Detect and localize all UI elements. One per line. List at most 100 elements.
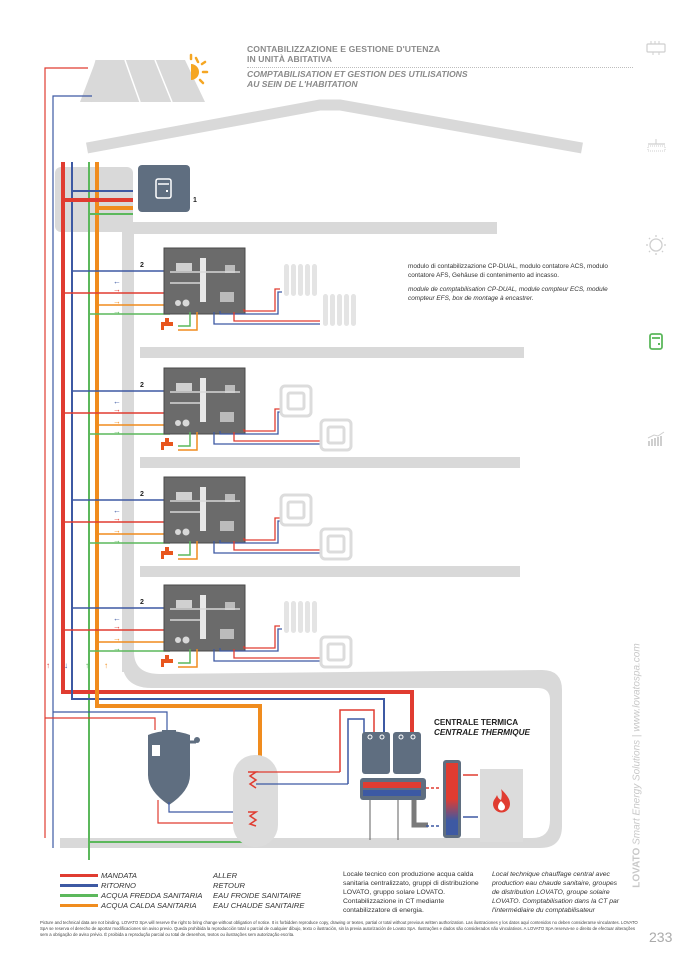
pipe-legend: MANDATA ALLER RITORNO RETOUR ACQUA FREDD… <box>60 870 333 910</box>
legend-item-hot-water: ACQUA CALDA SANITARIA EAU CHAUDE SANITAI… <box>60 900 333 910</box>
plant-note-it: Locale tecnico con produzione acqua cald… <box>343 871 479 914</box>
flow-arrow-icon: ← <box>113 506 121 515</box>
solar-supply-pipe <box>44 67 88 838</box>
side-branding: LOVATO Smart Energy Solutions | www.lova… <box>632 636 643 896</box>
risers <box>61 162 414 860</box>
central-plant-it: CENTRALE TERMICA <box>434 718 519 727</box>
flow-arrow-icon: ← <box>113 614 121 623</box>
flow-arrow-icon: → <box>113 405 121 414</box>
flat-unit: ←→→→2 <box>63 584 353 669</box>
flow-arrow-icon: → <box>113 514 121 523</box>
legend-label-it: ACQUA FREDDA SANITARIA <box>101 890 203 900</box>
callout-2: 2 <box>140 599 144 606</box>
flow-arrow-icon: ← <box>113 277 121 286</box>
building-structure <box>55 167 562 848</box>
tap-icon <box>161 655 173 667</box>
flow-arrow-icon: ↓ <box>64 661 68 670</box>
page-header: CONTABILIZZAZIONE E GESTIONE D'UTENZA IN… <box>247 44 633 89</box>
legend-label-it: RITORNO <box>101 880 136 890</box>
radiant-floor-icon <box>319 418 353 452</box>
legal-disclaimer: Picture and technical data are not bindi… <box>40 920 638 937</box>
cp-dual-metering-module <box>163 476 246 544</box>
description-fr: module de comptabilisation CP-DUAL, modu… <box>408 286 608 302</box>
flat-unit: ←→→→2 <box>63 476 353 561</box>
radiator-icon <box>284 264 317 296</box>
legend-label-fr: EAU FROIDE SANITAIRE <box>213 890 302 900</box>
brand-tagline: Smart Energy Solutions <box>631 739 643 845</box>
flow-arrow-icon: → <box>113 644 121 653</box>
hot-water-cylinder <box>233 755 348 847</box>
cold-water-swatch <box>60 893 98 897</box>
flow-arrow-icon: ↑ <box>104 661 108 670</box>
legend-label-fr: ALLER <box>213 870 238 880</box>
description-it: modulo di contabilizzazione CP-DUAL, mod… <box>408 263 608 279</box>
central-meter-unit <box>138 165 190 212</box>
flat-unit: ←→→→2 <box>63 247 356 331</box>
callout-1: 1 <box>193 197 197 204</box>
flow-arrow-icon: → <box>113 427 121 436</box>
flow-arrow-icon: → <box>113 622 121 631</box>
radiator-icon <box>323 294 356 326</box>
flat-unit: ←→→→2 <box>63 367 353 452</box>
legend-item-return: RITORNO RETOUR <box>60 880 333 890</box>
solar-icon[interactable] <box>646 235 666 255</box>
flow-arrow-icon: → <box>113 417 121 426</box>
metering-module-icon[interactable] <box>649 333 663 350</box>
side-nav <box>646 41 666 446</box>
radiant-floor-icon <box>279 493 313 527</box>
title-fr-line2: AU SEIN DE L'HABITATION <box>247 78 358 89</box>
legend-label-fr: RETOUR <box>213 880 245 890</box>
module-description: modulo di contabilizzazione CP-DUAL, mod… <box>408 263 608 309</box>
flow-arrow-icon: ↑ <box>46 661 50 670</box>
cp-dual-metering-module <box>163 367 246 435</box>
legend-label-fr: EAU CHAUDE SANITAIRE <box>213 900 305 910</box>
solar-group-tank <box>45 711 248 824</box>
solar-panel <box>80 59 205 103</box>
roof <box>86 99 583 154</box>
legend-item-cold-water: ACQUA FREDDA SANITARIA EAU FROIDE SANITA… <box>60 890 333 900</box>
distribution-groups <box>339 709 428 840</box>
return-swatch <box>60 883 98 887</box>
radiant-floor-icon <box>319 527 353 561</box>
hydraulic-separator <box>426 760 478 838</box>
hot-water-swatch <box>60 903 98 907</box>
flow-arrow-icon: → <box>113 536 121 545</box>
cp-dual-metering-module <box>163 247 246 315</box>
title-it-line2: IN UNITÀ ABITATIVA <box>247 53 333 64</box>
supply-swatch <box>60 873 98 877</box>
sun-icon <box>189 53 209 85</box>
tap-icon <box>161 547 173 559</box>
energy-chart-icon[interactable] <box>647 431 665 446</box>
flow-arrow-icon: → <box>113 526 121 535</box>
legend-label-it: MANDATA <box>101 870 137 880</box>
radiant-floor-icon <box>279 384 313 418</box>
flow-arrow-icon: → <box>113 307 121 316</box>
central-plant-fr: CENTRALE THERMIQUE <box>434 728 530 737</box>
flow-arrow-icon: → <box>113 634 121 643</box>
flow-arrow-icon: ↑ <box>85 661 89 670</box>
flow-arrow-icon: → <box>113 297 121 306</box>
manifold-icon[interactable] <box>646 41 666 55</box>
callout-2: 2 <box>140 491 144 498</box>
header-divider <box>247 67 633 68</box>
flow-arrow-icon: → <box>113 285 121 294</box>
callout-2: 2 <box>140 262 144 269</box>
solar-return-pipe <box>52 95 92 848</box>
callout-2: 2 <box>140 382 144 389</box>
brand-name: LOVATO <box>631 847 643 888</box>
boiler <box>480 769 523 842</box>
legend-item-supply: MANDATA ALLER <box>60 870 333 880</box>
radiant-floor-icon[interactable] <box>647 139 666 152</box>
cp-dual-metering-module <box>163 584 246 652</box>
title-fr-line1: COMPTABILISATION ET GESTION DES UTILISAT… <box>247 69 468 79</box>
page-number: 233 <box>649 929 673 945</box>
radiant-floor-icon <box>319 635 353 669</box>
title-it-line1: CONTABILIZZAZIONE E GESTIONE D'UTENZA <box>247 44 441 54</box>
radiator-icon <box>284 601 317 633</box>
tap-icon <box>161 438 173 450</box>
central-plant-label: CENTRALE TERMICA CENTRALE THERMIQUE <box>434 718 530 738</box>
tap-icon <box>161 318 173 330</box>
brand-website[interactable]: www.lovatospa.com <box>631 643 643 732</box>
plant-note-fr: Local technique chauffage central avec p… <box>492 871 620 914</box>
